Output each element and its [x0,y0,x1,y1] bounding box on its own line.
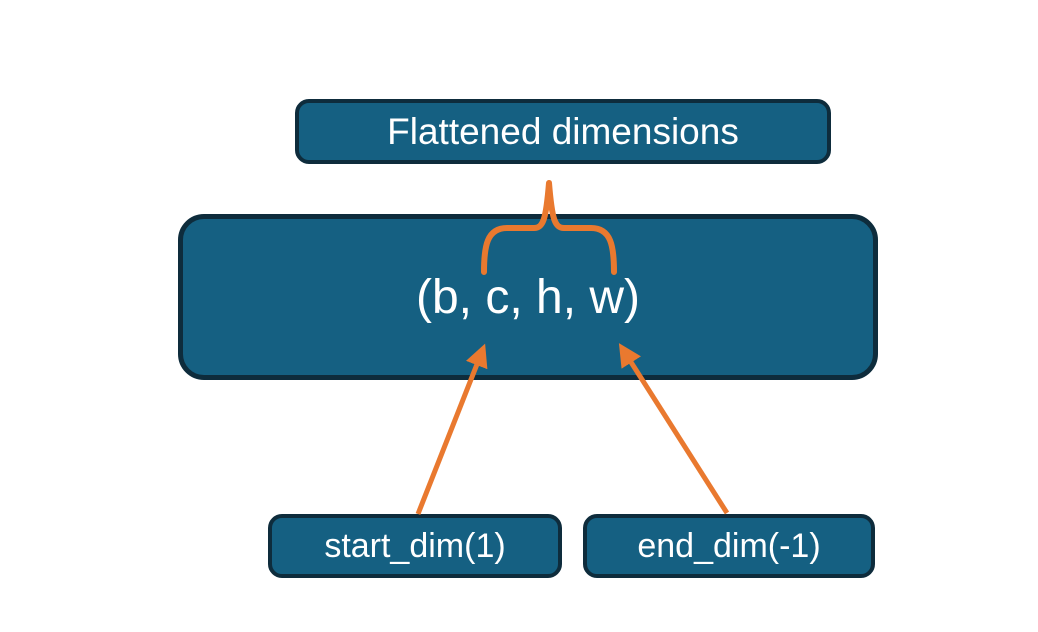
start-dim-box: start_dim(1) [268,514,562,578]
tensor-shape-box: (b, c, h, w) [178,214,878,380]
end-dim-box: end_dim(-1) [583,514,875,578]
start-dim-label: start_dim(1) [324,526,506,565]
tensor-shape-label: (b, c, h, w) [415,270,641,324]
flattened-dimensions-label: Flattened dimensions [387,110,739,152]
end-dim-label: end_dim(-1) [637,526,821,565]
flattened-dimensions-box: Flattened dimensions [295,99,831,164]
